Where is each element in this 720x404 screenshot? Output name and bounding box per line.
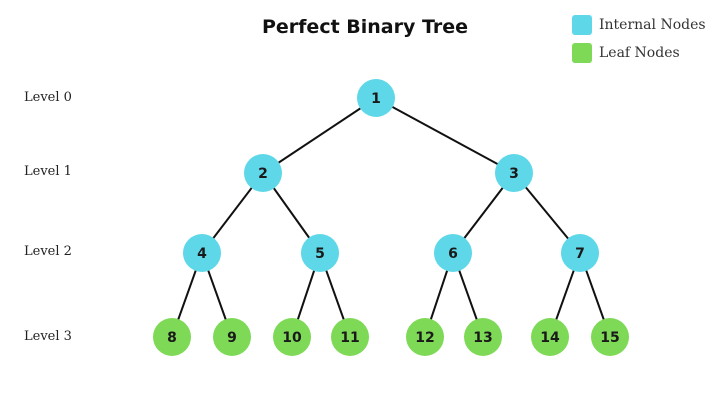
tree-node-label-13: 13 <box>473 330 492 346</box>
tree-node-circle-11 <box>331 318 369 356</box>
tree-node-label-5: 5 <box>315 246 325 262</box>
level-label-1: Level 1 <box>24 164 72 179</box>
tree-node-7: 7 <box>561 234 599 272</box>
tree-node-label-4: 4 <box>197 246 207 262</box>
tree-node-circle-2 <box>244 154 282 192</box>
tree-node-label-7: 7 <box>575 246 585 262</box>
tree-node-5: 5 <box>301 234 339 272</box>
tree-node-13: 13 <box>464 318 502 356</box>
tree-node-14: 14 <box>531 318 569 356</box>
tree-edge-1-2 <box>262 97 377 174</box>
tree-node-circle-8 <box>153 318 191 356</box>
tree-node-circle-6 <box>434 234 472 272</box>
legend-swatch-internal <box>572 15 592 35</box>
tree-node-circle-9 <box>213 318 251 356</box>
tree-node-circle-12 <box>406 318 444 356</box>
tree-node-circle-1 <box>357 79 395 117</box>
tree-node-label-8: 8 <box>167 330 177 346</box>
tree-node-6: 6 <box>434 234 472 272</box>
tree-node-circle-4 <box>183 234 221 272</box>
tree-node-11: 11 <box>331 318 369 356</box>
tree-node-label-2: 2 <box>258 166 268 182</box>
tree-node-8: 8 <box>153 318 191 356</box>
tree-node-1: 1 <box>357 79 395 117</box>
legend: Internal Nodes Leaf Nodes <box>572 14 706 70</box>
tree-node-label-3: 3 <box>509 166 519 182</box>
tree-node-10: 10 <box>273 318 311 356</box>
tree-node-label-9: 9 <box>227 330 237 346</box>
tree-node-4: 4 <box>183 234 221 272</box>
tree-node-12: 12 <box>406 318 444 356</box>
tree-node-circle-7 <box>561 234 599 272</box>
legend-label-leaf: Leaf Nodes <box>599 45 680 61</box>
tree-node-label-10: 10 <box>282 330 302 346</box>
tree-node-15: 15 <box>591 318 629 356</box>
tree-node-label-6: 6 <box>448 246 458 262</box>
level-label-0: Level 0 <box>24 90 72 105</box>
legend-item-leaf: Leaf Nodes <box>572 42 706 64</box>
tree-node-label-11: 11 <box>340 330 359 346</box>
tree-node-9: 9 <box>213 318 251 356</box>
tree-node-3: 3 <box>495 154 533 192</box>
diagram-title: Perfect Binary Tree <box>261 16 469 38</box>
tree-edge-1-3 <box>375 97 515 174</box>
legend-swatch-leaf <box>572 43 592 63</box>
tree-node-circle-14 <box>531 318 569 356</box>
tree-node-label-15: 15 <box>600 330 619 346</box>
tree-node-circle-3 <box>495 154 533 192</box>
tree-node-circle-10 <box>273 318 311 356</box>
tree-node-2: 2 <box>244 154 282 192</box>
tree-node-label-12: 12 <box>415 330 434 346</box>
tree-node-circle-13 <box>464 318 502 356</box>
tree-node-circle-15 <box>591 318 629 356</box>
level-label-3: Level 3 <box>24 329 72 344</box>
tree-node-label-1: 1 <box>371 91 381 107</box>
level-label-2: Level 2 <box>24 244 72 259</box>
tree-node-circle-5 <box>301 234 339 272</box>
legend-label-internal: Internal Nodes <box>599 17 706 33</box>
legend-item-internal: Internal Nodes <box>572 14 706 36</box>
tree-node-label-14: 14 <box>540 330 560 346</box>
